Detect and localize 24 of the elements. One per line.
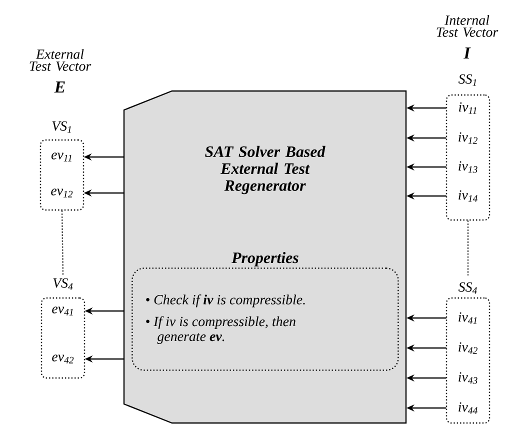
vector-element: iv$_{13}$ xyxy=(458,161,478,173)
vector-element: ev$_{41}$ xyxy=(52,306,73,316)
node-label: Properties xyxy=(232,252,298,266)
vector-element: iv$_{11}$ xyxy=(458,102,476,114)
heading: External Test Vector xyxy=(30,49,92,71)
vector-element: iv$_{44}$ xyxy=(458,402,478,414)
vector-element: iv$_{12}$ xyxy=(458,132,478,144)
vector-symbol: I xyxy=(464,47,471,59)
node-label: SS$_{1}$ xyxy=(458,74,476,86)
vector-element: ev$_{42}$ xyxy=(52,354,74,364)
vector-element: iv$_{41}$ xyxy=(458,312,477,324)
node-label: SS$_{4}$ xyxy=(458,282,477,294)
vector-element: iv$_{43}$ xyxy=(458,372,478,384)
connector-line xyxy=(467,220,469,276)
vector-element: ev$_{12}$ xyxy=(51,188,73,198)
heading: Internal Test Vector xyxy=(436,15,498,37)
connector-line xyxy=(61,210,64,276)
vector-element: iv$_{42}$ xyxy=(458,342,478,354)
vector-element: ev$_{11}$ xyxy=(51,152,72,162)
node-label: VS$_{4}$ xyxy=(53,278,73,290)
vector-element: iv$_{14}$ xyxy=(458,190,478,202)
vector-symbol: E xyxy=(54,81,65,93)
node-label: VS$_{1}$ xyxy=(52,121,71,133)
properties-box: • Check ifiv is compressible. • If iv is compressible, then generate ev. Properties xyxy=(132,252,399,371)
